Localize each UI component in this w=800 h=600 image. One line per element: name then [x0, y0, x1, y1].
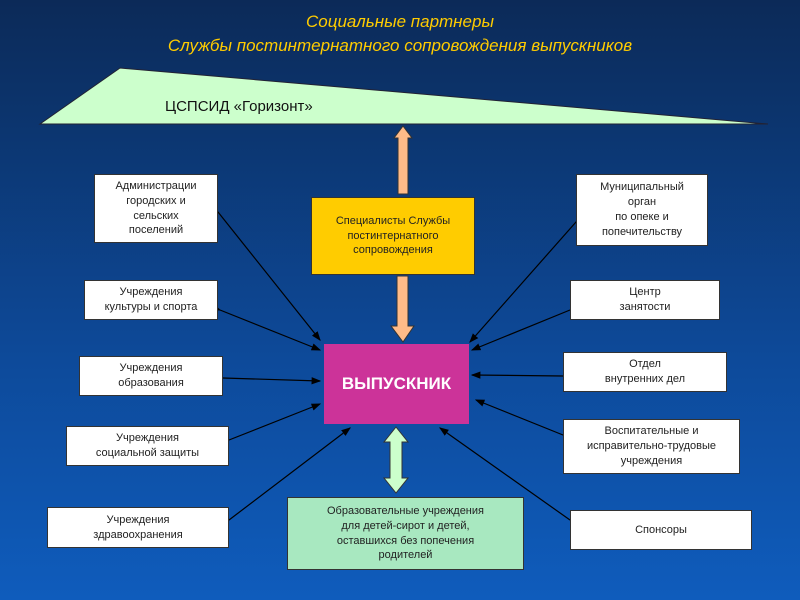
partner-box-right: Спонсоры [570, 510, 752, 550]
title-line1: Социальные партнеры [306, 12, 494, 31]
partner-box-right: Отдел внутренних дел [563, 352, 727, 392]
orphan-institutions-box: Образовательные учреждения для детей-сир… [287, 497, 524, 570]
relation-lines [209, 203, 585, 528]
partner-box-right: Центр занятости [570, 280, 720, 320]
partner-box-left: Администрации городских и сельских посел… [94, 174, 218, 243]
partner-box-right: Муниципальный орган по опеке и попечител… [576, 174, 708, 246]
arrow-up-to-horizon [393, 125, 413, 195]
partner-box-left: Учреждения социальной защиты [66, 426, 229, 466]
title-line2: Службы постинтернатного сопровождения вы… [167, 36, 633, 55]
double-arrow [382, 426, 410, 494]
partner-box-left: Учреждения здравоохранения [47, 507, 229, 548]
horizon-triangle [38, 67, 769, 125]
graduate-box: ВЫПУСКНИК [324, 344, 469, 424]
partner-box-right: Воспитательные и исправительно-трудовые … [563, 419, 740, 474]
partner-box-left: Учреждения образования [79, 356, 223, 396]
arrow-down-to-graduate [390, 275, 415, 343]
partner-box-left: Учреждения культуры и спорта [84, 280, 218, 320]
specialists-box: Специалисты Службы постинтернатного сопр… [311, 197, 475, 275]
horizon-label: ЦСПСИД «Горизонт» [165, 98, 313, 115]
